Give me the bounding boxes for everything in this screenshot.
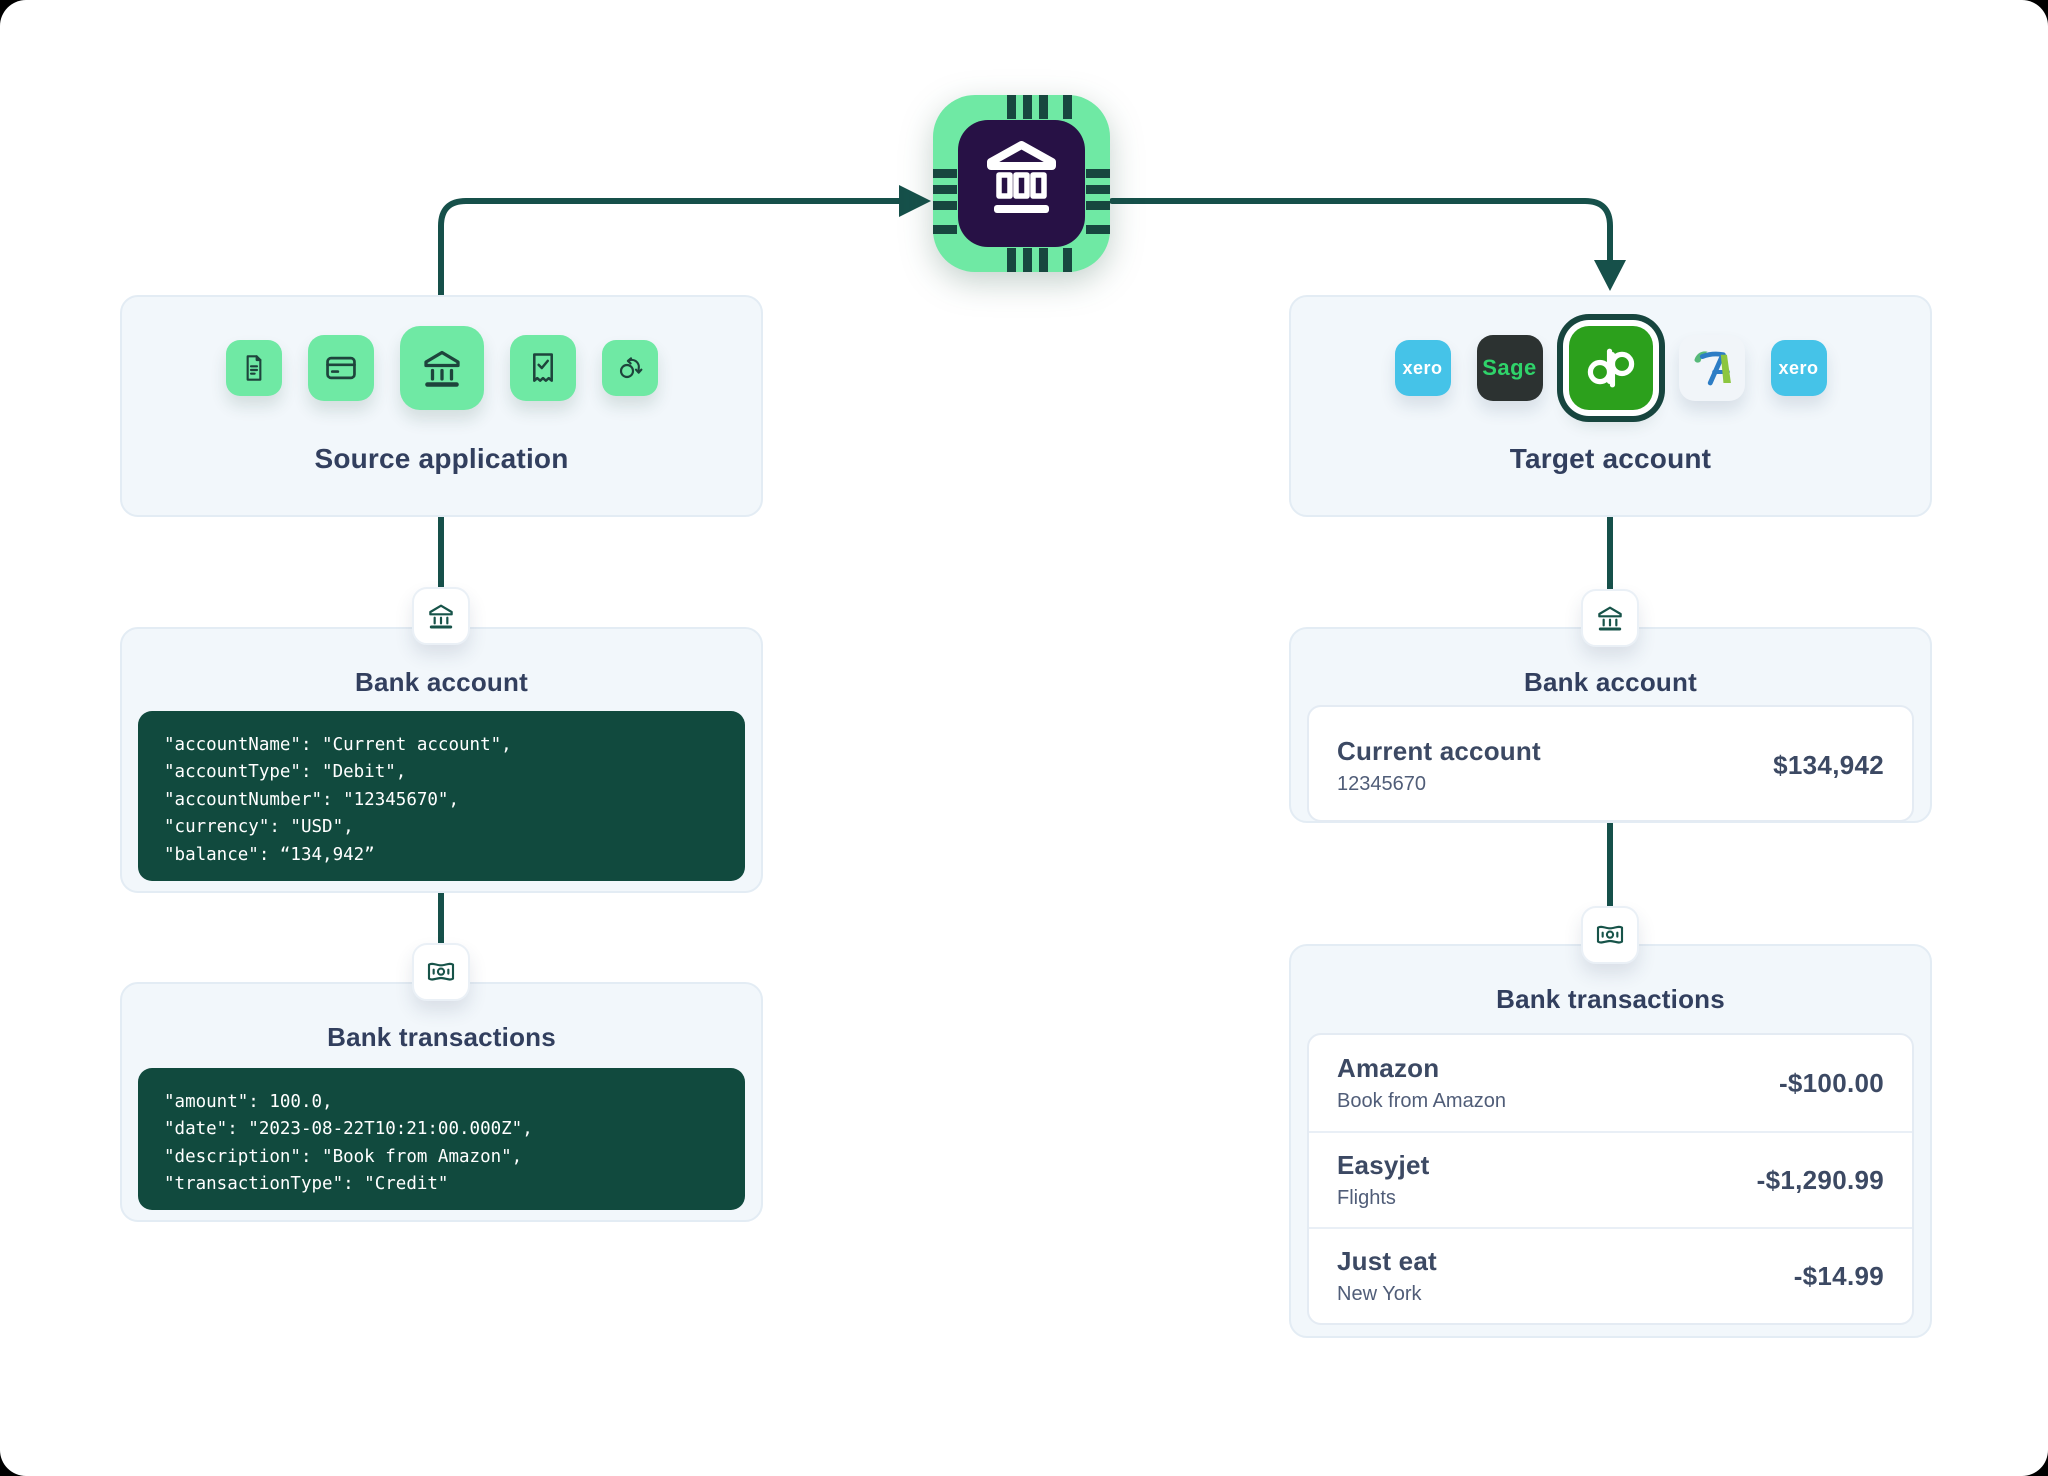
quickbooks-logo-selected[interactable] <box>1568 326 1653 410</box>
target-panel-title: Target account <box>1509 443 1712 474</box>
bank-account-json-block: "accountName": "Current account", "accou… <box>138 711 745 881</box>
xero-logo[interactable]: xero <box>1394 340 1451 396</box>
bank-account-title: Bank account <box>1524 667 1697 697</box>
bank-icon[interactable] <box>399 326 484 410</box>
account-card: Current account 12345670 $134,942 <box>1307 705 1914 822</box>
code-line: "currency": "USD", <box>164 817 354 838</box>
freeagent-logo[interactable] <box>1678 335 1745 401</box>
wire-source-to-hub <box>438 198 902 300</box>
bank-account-title: Bank account <box>355 667 528 697</box>
source-icon-row <box>122 297 761 439</box>
code-line: "accountNumber": "12345670", <box>164 789 460 810</box>
transaction-amount: -$1,290.99 <box>1756 1164 1884 1195</box>
xero-label: xero <box>1778 357 1819 378</box>
bank-chip-icon <box>933 95 1110 272</box>
source-panel-title: Source application <box>314 443 569 474</box>
target-account-panel: xero Sage <box>1289 295 1932 517</box>
code-line: "accountName": "Current account", <box>164 735 512 755</box>
sync-icon[interactable] <box>601 340 658 396</box>
transaction-description: Flights <box>1337 1187 1396 1209</box>
bank-transactions-json-block: "amount": 100.0, "date": "2023-08-22T10:… <box>138 1068 745 1210</box>
receipt-icon[interactable] <box>509 335 576 401</box>
target-bank-account-panel: Bank account Current account 12345670 $1… <box>1289 627 1932 823</box>
transaction-description: New York <box>1337 1283 1422 1305</box>
banknote-badge <box>412 943 470 1001</box>
account-number: 12345670 <box>1337 772 1426 795</box>
source-application-panel: Source application <box>120 295 763 517</box>
code-line: "transactionType": "Credit" <box>164 1174 449 1195</box>
transaction-amount: -$100.00 <box>1778 1067 1884 1098</box>
code-line: "amount": 100.0, <box>164 1092 333 1112</box>
bank-glyph-icon <box>987 141 1056 213</box>
transaction-row: Just eat New York -$14.99 <box>1309 1227 1912 1323</box>
account-balance: $134,942 <box>1773 750 1884 780</box>
document-icon[interactable] <box>225 340 282 396</box>
code-line: "balance": “134,942” <box>164 844 375 865</box>
transaction-name: Amazon <box>1337 1053 1440 1083</box>
bank-badge <box>1581 589 1639 647</box>
transaction-description: Book from Amazon <box>1337 1090 1506 1112</box>
freeagent-mark-icon <box>1693 351 1731 386</box>
qb-monogram-icon <box>1587 348 1634 388</box>
bank-transactions-title: Bank transactions <box>1496 984 1725 1014</box>
transaction-row: Easyjet Flights -$1,290.99 <box>1309 1131 1912 1227</box>
transaction-amount: -$14.99 <box>1793 1260 1884 1291</box>
integration-hub <box>933 95 1110 272</box>
code-line: "date": "2023-08-22T10:21:00.000Z", <box>164 1119 533 1140</box>
wire-hub-to-target <box>1109 198 1613 265</box>
code-line: "accountType": "Debit", <box>164 762 407 783</box>
source-bank-account-panel: Bank account "accountName": "Current acc… <box>120 627 763 893</box>
transactions-card: Amazon Book from Amazon -$100.00 Easyjet… <box>1307 1033 1914 1325</box>
banknote-badge <box>1581 906 1639 964</box>
bank-badge <box>412 587 470 645</box>
credit-card-icon[interactable] <box>307 335 374 401</box>
source-bank-transactions-panel: Bank transactions "amount": 100.0, "date… <box>120 982 763 1222</box>
account-name: Current account <box>1337 735 1541 766</box>
transaction-name: Just eat <box>1337 1246 1437 1276</box>
arrowhead-down-icon <box>1594 260 1626 291</box>
target-logo-row: xero Sage <box>1291 297 1930 439</box>
xero-label: xero <box>1402 357 1443 378</box>
transaction-row: Amazon Book from Amazon -$100.00 <box>1309 1035 1912 1131</box>
sage-logo[interactable]: Sage <box>1476 335 1543 401</box>
transaction-name: Easyjet <box>1337 1150 1430 1180</box>
code-line: "description": "Book from Amazon", <box>164 1146 523 1167</box>
sage-label: Sage <box>1482 355 1537 380</box>
arrowhead-right-icon <box>899 185 931 217</box>
xero-logo[interactable]: xero <box>1770 340 1827 396</box>
target-bank-transactions-panel: Bank transactions Amazon Book from Amazo… <box>1289 944 1932 1338</box>
bank-transactions-title: Bank transactions <box>327 1022 556 1052</box>
account-row: Current account 12345670 $134,942 <box>1309 707 1912 820</box>
